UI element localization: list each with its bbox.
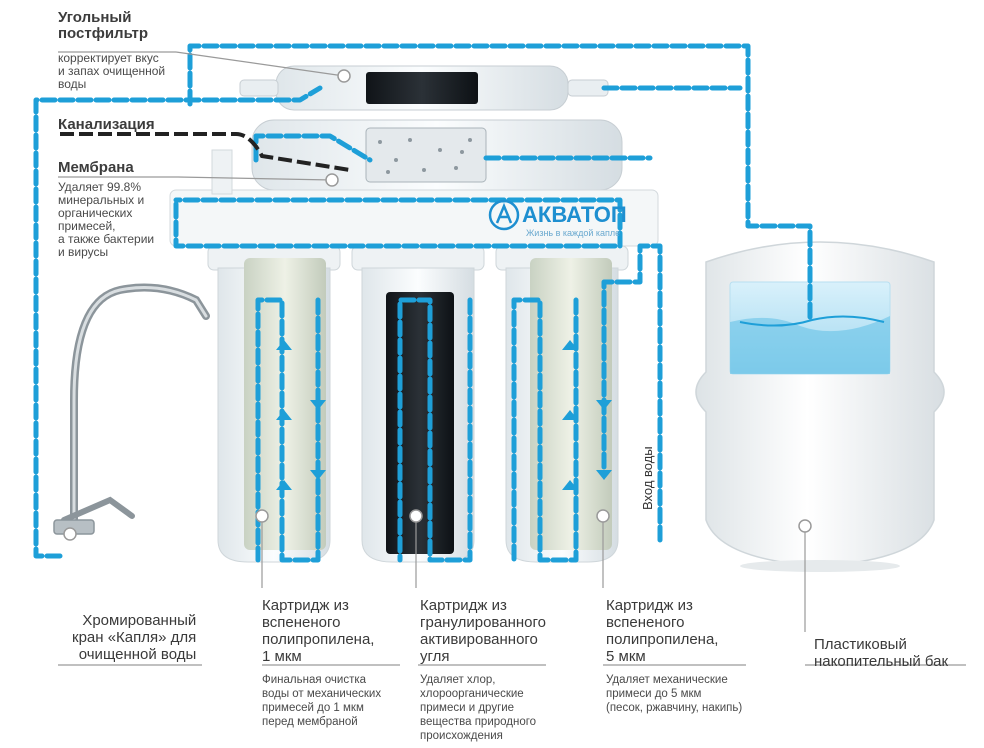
cartridge3-desc: Удаляет механические примеси до 5 мкм (п… bbox=[606, 674, 743, 714]
cartridge1-title: Картридж из вспененого полипропилена, 1 … bbox=[262, 597, 375, 665]
drain-line bbox=[60, 132, 351, 172]
svg-text:Жизнь в каждой капле: Жизнь в каждой капле bbox=[526, 228, 620, 238]
filter-housing-3 bbox=[495, 245, 629, 563]
leader-dots bbox=[63, 69, 812, 541]
svg-text:АКВАТОП: АКВАТОП bbox=[522, 202, 627, 227]
storage-tank bbox=[695, 241, 945, 572]
carbon-postfilter bbox=[239, 65, 609, 111]
drain-title: Канализация bbox=[58, 116, 155, 133]
postfilter-title: Угольный постфильтр bbox=[58, 9, 148, 42]
water-pipes bbox=[33, 43, 813, 563]
faucet-title: Хромированный кран «Капля» для очищенной… bbox=[72, 612, 197, 663]
cartridge1-desc: Финальная очистка воды от механических п… bbox=[262, 674, 382, 728]
flow-arrows bbox=[276, 340, 612, 490]
brand-logo: АКВАТОП Жизнь в каждой капле bbox=[488, 199, 627, 238]
cartridge2-title: Картридж из гранулированного активирован… bbox=[420, 597, 546, 665]
membrane-housing bbox=[251, 119, 623, 191]
postfilter-desc: корректирует вкус и запах очищенной воды bbox=[58, 51, 166, 91]
membrane-desc: Удаляет 99.8% минеральных и органических… bbox=[58, 180, 155, 259]
chrome-faucet bbox=[53, 283, 210, 535]
cartridge2-desc: Удаляет хлор, хлороорганические примеси … bbox=[420, 674, 537, 742]
water-inlet-label: Вход воды bbox=[640, 446, 655, 510]
tank-title: Пластиковый накопительный бак bbox=[814, 636, 949, 670]
leader-lines bbox=[58, 51, 966, 666]
filter-housing-2 bbox=[351, 245, 485, 563]
membrane-title: Мембрана bbox=[58, 159, 134, 176]
filter-housing-1 bbox=[207, 245, 341, 563]
manifold-bracket bbox=[169, 149, 659, 247]
cartridge3-title: Картридж из вспененого полипропилена, 5 … bbox=[606, 597, 719, 665]
